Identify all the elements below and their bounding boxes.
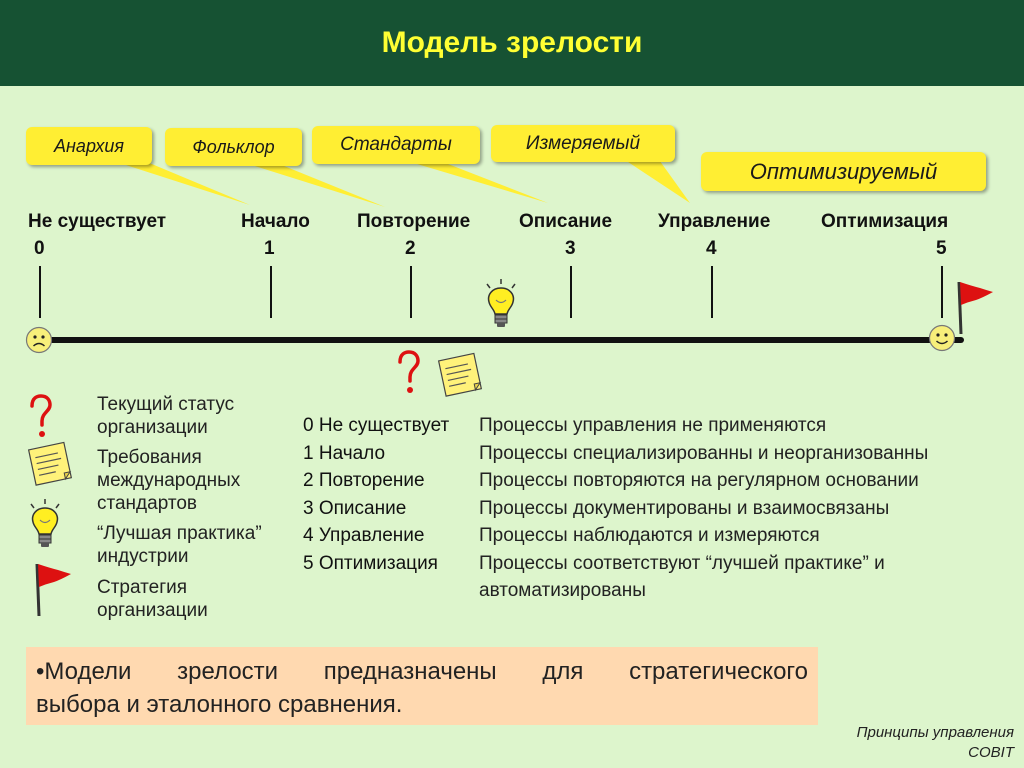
level-item-2: 2 Повторение bbox=[303, 470, 425, 491]
current-status-question-icon bbox=[398, 350, 420, 393]
level-item-4: 4 Управление bbox=[303, 525, 425, 546]
level-list: 0 Не существует 1 Начало 2 Повторение 3 … bbox=[303, 412, 449, 577]
stage-name-2: Повторение bbox=[357, 211, 471, 232]
tick-5 bbox=[941, 266, 943, 318]
summary-line-2: выбора и эталонного сравнения. bbox=[36, 691, 403, 718]
lightbulb-icon bbox=[30, 499, 60, 547]
tick-3 bbox=[570, 266, 572, 318]
stage-num-2: 2 bbox=[405, 238, 416, 259]
tick-1 bbox=[270, 266, 272, 318]
page-title: Модель зрелости bbox=[381, 26, 643, 59]
tick-0 bbox=[39, 266, 41, 318]
sticky-note-icon bbox=[27, 441, 73, 486]
legend-best-practice: “Лучшая практика” индустрии bbox=[97, 523, 262, 567]
summary-line-1: •Модели зрелости предназначены для страт… bbox=[36, 655, 808, 688]
footer-source: Принципы управления COBIT bbox=[857, 723, 1014, 763]
footer-line-2: COBIT bbox=[968, 744, 1014, 761]
legend-standards: Требования международных стандартов bbox=[97, 447, 241, 514]
stage-num-1: 1 bbox=[264, 238, 275, 259]
summary-box: •Модели зрелости предназначены для страт… bbox=[26, 647, 818, 725]
stage-name-0: Не существует bbox=[28, 211, 167, 232]
stage-name-4: Управление bbox=[658, 211, 771, 232]
stage-num-0: 0 bbox=[34, 238, 45, 259]
tick-2 bbox=[410, 266, 412, 318]
stage-name-1: Начало bbox=[241, 211, 310, 232]
callout-folklore-label: Фольклор bbox=[192, 136, 275, 157]
legend-current-status: Текущий статус организации bbox=[97, 394, 235, 438]
stage-num-3: 3 bbox=[565, 238, 576, 259]
footer-line-1: Принципы управления bbox=[856, 724, 1014, 741]
pointer-measured bbox=[610, 150, 690, 203]
standards-sticky-note-icon bbox=[437, 352, 483, 397]
stage-num-5: 5 bbox=[936, 238, 947, 259]
level-item-1: 1 Начало bbox=[303, 442, 386, 464]
callout-anarchy-label: Анархия bbox=[54, 135, 124, 156]
best-practice-lightbulb-icon bbox=[486, 279, 516, 327]
tick-4 bbox=[711, 266, 713, 318]
level-item-5: 5 Оптимизация bbox=[303, 552, 438, 574]
description-item-4: Процессы наблюдаются и измеряются bbox=[479, 525, 820, 546]
strategy-flag-icon bbox=[957, 281, 993, 335]
stage-name-3: Описание bbox=[519, 211, 613, 232]
happy-face-icon bbox=[928, 324, 956, 352]
description-list: Процессы управления не применяются Проце… bbox=[479, 412, 959, 605]
callout-measured: Измеряемый bbox=[491, 125, 675, 162]
sad-face-icon bbox=[25, 326, 53, 354]
callout-anarchy: Анархия bbox=[26, 127, 152, 165]
legend-strategy: Стратегия организации bbox=[97, 577, 208, 621]
callout-standards: Стандарты bbox=[312, 126, 480, 164]
maturity-axis bbox=[36, 337, 964, 343]
summary-bullet: • bbox=[36, 658, 45, 685]
description-item-2: Процессы повторяются на регулярном основ… bbox=[479, 470, 919, 491]
stage-name-5: Оптимизация bbox=[821, 211, 949, 232]
flag-icon bbox=[35, 563, 71, 617]
callout-optimized-label: Оптимизируемый bbox=[749, 158, 938, 184]
description-item-5: Процессы соответствуют “лучшей практике”… bbox=[479, 552, 885, 602]
header-bar: Модель зрелости bbox=[0, 0, 1024, 86]
callout-standards-label: Стандарты bbox=[340, 134, 452, 155]
level-item-3: 3 Описание bbox=[303, 497, 407, 519]
callout-measured-label: Измеряемый bbox=[525, 132, 641, 154]
level-item-0: 0 Не существует bbox=[303, 415, 450, 436]
callout-pointers bbox=[95, 150, 690, 207]
pointer-folklore bbox=[220, 155, 385, 207]
pointer-standards bbox=[380, 153, 548, 203]
description-item-1: Процессы специализированны и неорганизов… bbox=[479, 442, 929, 464]
pointer-anarchy bbox=[95, 155, 250, 205]
description-item-0: Процессы управления не применяются bbox=[479, 415, 827, 436]
callout-folklore: Фольклор bbox=[165, 128, 302, 166]
description-item-3: Процессы документированы и взаимосвязаны bbox=[479, 497, 890, 519]
callout-optimized: Оптимизируемый bbox=[701, 152, 986, 191]
summary-text-1: Модели зрелости предназначены для страте… bbox=[44, 658, 808, 685]
question-mark-icon bbox=[30, 394, 52, 437]
stage-num-4: 4 bbox=[706, 238, 717, 259]
